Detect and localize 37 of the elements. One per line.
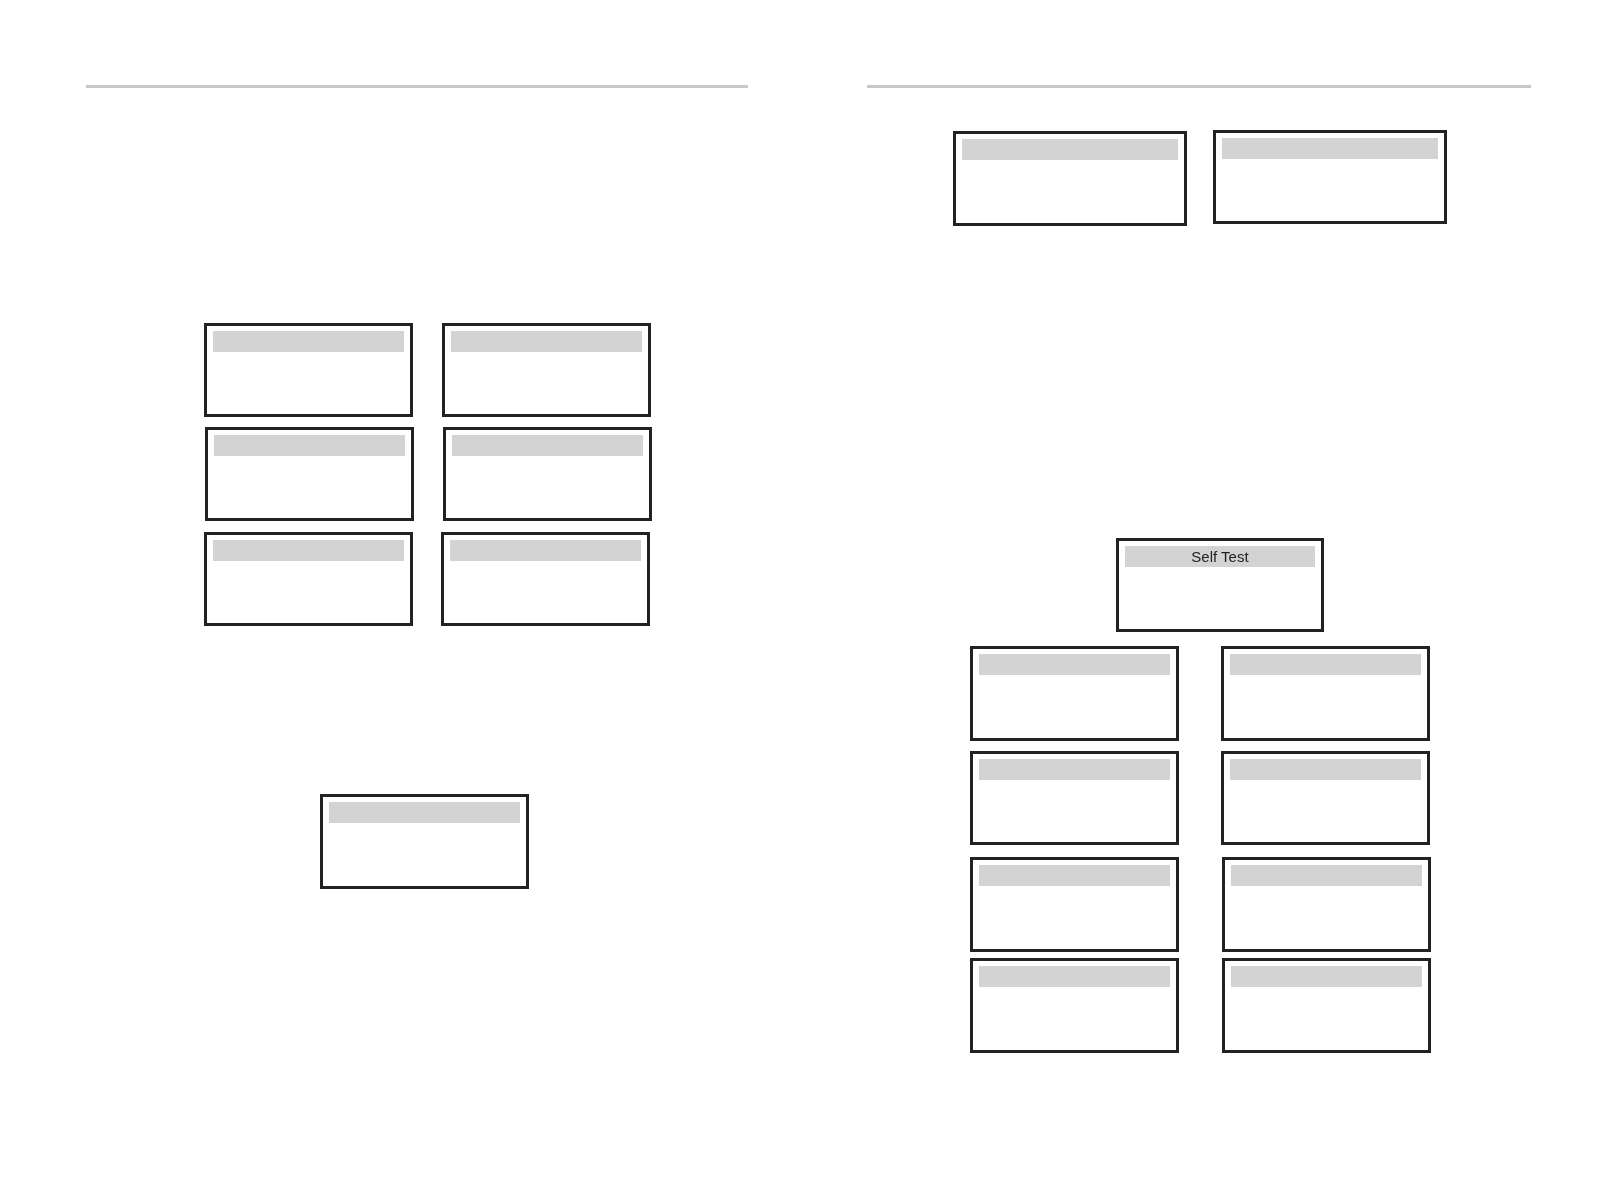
title-bar bbox=[450, 540, 641, 561]
display-screen bbox=[970, 857, 1179, 952]
title-bar bbox=[979, 865, 1170, 886]
title-bar bbox=[452, 435, 643, 456]
display-screen bbox=[970, 751, 1179, 845]
display-screen bbox=[441, 532, 650, 626]
display-screen bbox=[1222, 857, 1431, 952]
title-bar bbox=[979, 759, 1170, 780]
display-screen bbox=[1213, 130, 1447, 224]
title-bar bbox=[962, 139, 1178, 160]
display-screen bbox=[1221, 751, 1430, 845]
title-bar bbox=[213, 331, 404, 352]
display-screen bbox=[1222, 958, 1431, 1053]
display-screen bbox=[442, 323, 651, 417]
display-screen bbox=[1221, 646, 1430, 741]
display-screen bbox=[204, 532, 413, 626]
title-bar bbox=[1231, 865, 1422, 886]
display-screen bbox=[443, 427, 652, 521]
title-bar bbox=[1230, 759, 1421, 780]
display-screen bbox=[1116, 538, 1324, 632]
display-screen bbox=[320, 794, 529, 889]
title-bar bbox=[1231, 966, 1422, 987]
display-screen bbox=[970, 958, 1179, 1053]
title-bar bbox=[979, 966, 1170, 987]
title-bar bbox=[1230, 654, 1421, 675]
screen-title: Self Test bbox=[1191, 547, 1249, 566]
title-bar bbox=[1125, 546, 1315, 567]
display-screen bbox=[970, 646, 1179, 741]
display-screen bbox=[204, 323, 413, 417]
title-bar bbox=[329, 802, 520, 823]
title-bar bbox=[213, 540, 404, 561]
display-screen bbox=[953, 131, 1187, 226]
display-screen bbox=[205, 427, 414, 521]
title-bar bbox=[451, 331, 642, 352]
title-bar bbox=[214, 435, 405, 456]
title-bar bbox=[1222, 138, 1438, 159]
title-bar bbox=[979, 654, 1170, 675]
